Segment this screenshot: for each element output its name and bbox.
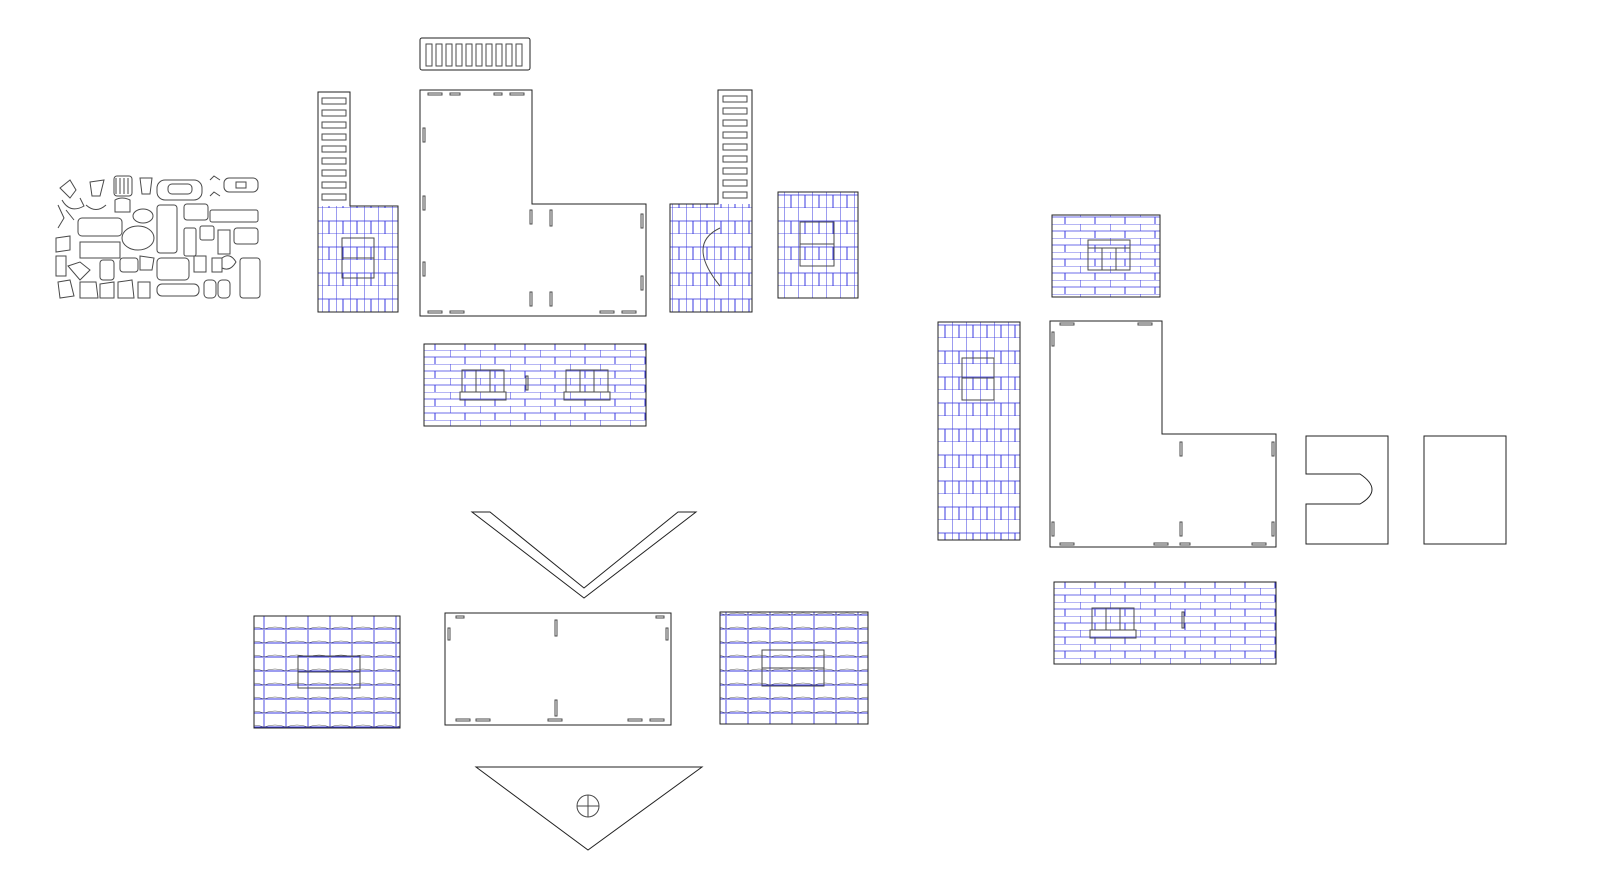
- floor-plate-rectangle: [444, 612, 672, 726]
- gable-triangle: [474, 766, 704, 851]
- small-parts-sheet: [55, 175, 261, 299]
- roof-v-frame: [470, 511, 698, 599]
- furniture-parts-icon: [55, 175, 261, 299]
- side-wall-tall: [937, 321, 1021, 541]
- panel-u-cutout: [1305, 435, 1389, 545]
- floor-plate-l-shaped: [419, 89, 647, 317]
- left-chimney-wall: [317, 91, 399, 313]
- panel-plain: [1423, 435, 1507, 545]
- right-chimney-wall: [669, 89, 753, 313]
- small-wall-window: [777, 191, 859, 299]
- roof-panel-right: [719, 611, 869, 725]
- roof-rail: [419, 37, 531, 71]
- roof-panel-left: [253, 615, 401, 729]
- round-window-icon: [576, 794, 600, 818]
- floor-plate-l-shaped-2: [1049, 320, 1277, 548]
- back-wall-window: [1053, 581, 1277, 665]
- top-wall-small: [1051, 214, 1161, 298]
- front-wall-two-windows: [423, 343, 647, 427]
